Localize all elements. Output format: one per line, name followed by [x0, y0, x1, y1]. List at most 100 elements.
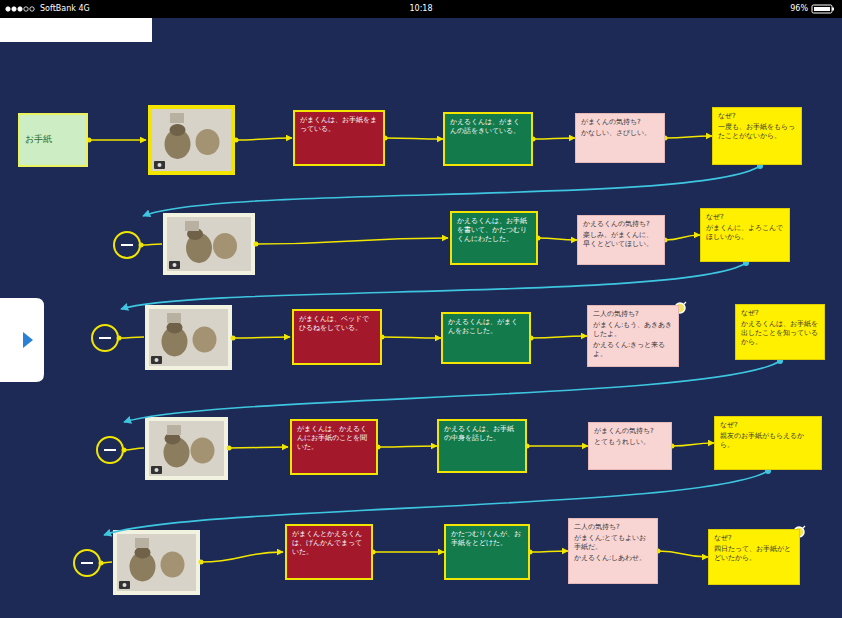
flow-arrow — [373, 551, 444, 553]
camera-icon — [169, 261, 180, 269]
box-text: 楽しみ。がまくんに、早くとどいてほしい。 — [583, 231, 659, 249]
signal-dot — [18, 7, 22, 11]
reason-box: なぜ? 一度も、お手紙をもらったことがないから。 — [712, 107, 802, 165]
flow-arrow — [538, 238, 577, 240]
box-text: 一度も、お手紙をもらったことがないから。 — [718, 123, 796, 141]
box-text: なぜ? — [741, 309, 819, 318]
photo-frame — [163, 213, 255, 275]
photo-thumbnail — [145, 417, 228, 480]
box-text: 二人の気持ち? — [574, 523, 652, 532]
box-text: 親友のお手紙がもらえるから。 — [720, 432, 816, 450]
action-box: かえるくんは、お手紙を書いて、かたつむりくんにわたした。 — [450, 211, 538, 265]
box-text: 二人の気持ち? — [593, 310, 673, 319]
signal-dot — [30, 7, 34, 11]
photo-thumbnail — [113, 530, 200, 595]
box-text: とてもうれしい。 — [594, 438, 666, 447]
signal-dot — [12, 7, 16, 11]
action-box: かたつむりくんが、お手紙をとどけた。 — [444, 524, 530, 580]
figure — [135, 538, 149, 548]
minus-sign — [81, 562, 93, 564]
flow-arrow — [533, 138, 575, 139]
feeling-box: がまくんの気持ち?かなしい、さびしい。 — [575, 113, 665, 163]
feeling-box: 二人の気持ち?がまくん:とてもよいお手紙だ。かえるくん:しあわせ。 — [568, 518, 658, 584]
battery-level — [814, 7, 830, 11]
figure — [161, 552, 185, 578]
collapse-button — [97, 437, 123, 463]
flow-arrow — [530, 551, 568, 552]
figure — [167, 425, 181, 435]
side-tab-arrow — [23, 332, 33, 348]
feeling-box: がまくんの気持ち? とてもうれしい。 — [588, 422, 672, 470]
flow-line — [119, 337, 144, 338]
photo-image — [167, 217, 251, 271]
figure — [167, 322, 183, 334]
photo-image — [152, 109, 231, 171]
connector-dot — [122, 448, 127, 453]
box-text: かえるくんは、お手紙を出したことを知っているから。 — [741, 320, 819, 347]
photo-frame — [145, 417, 228, 480]
white-patch — [0, 18, 152, 42]
connector-dot — [117, 336, 122, 341]
flow-line — [229, 447, 288, 448]
connector-dot — [234, 138, 239, 143]
box-text: がまくん:とてもよいお手紙だ。 — [574, 534, 652, 552]
box-text: がまくん:もう、あきあきしたよ。 — [593, 321, 673, 339]
photo-thumbnail — [145, 305, 232, 370]
feeling-box: 二人の気持ち?がまくん:もう、あきあきしたよ。かえるくん:きっと来るよ。 — [587, 305, 679, 367]
photo-frame — [113, 530, 200, 595]
figure — [135, 547, 151, 559]
flow-arrow — [527, 445, 588, 447]
flow-arrow — [658, 551, 708, 557]
status-text: 10:18 — [409, 4, 432, 14]
flow-line — [124, 448, 144, 450]
title-box: お手紙 — [18, 113, 88, 167]
flow-line — [201, 552, 283, 562]
connector-dot — [139, 243, 144, 248]
flow-line — [89, 139, 146, 141]
flow-line — [233, 337, 290, 338]
action-box: かえるくんは、がまくんをおこした。 — [441, 312, 531, 364]
photo-thumbnail — [148, 105, 235, 175]
reason-box: なぜ?がまくんに、よろこんでほしいから。 — [700, 208, 790, 262]
box-text: かえるくんの気持ち? — [583, 220, 659, 229]
event-box: がまくんは、お手紙をまっている。 — [293, 110, 385, 166]
minus-sign — [121, 244, 133, 246]
box-text: かえるくんは、がまくんの話をきいている。 — [450, 118, 526, 136]
row-wrap-line — [143, 166, 760, 216]
box-text: がまくんは、お手紙をまっている。 — [300, 116, 378, 134]
box-text: がまくんは、ベッドでひるねをしている。 — [299, 315, 375, 333]
box-text: がまくんの気持ち? — [594, 427, 666, 436]
battery-tip — [832, 8, 834, 11]
box-text: がまくんの気持ち? — [581, 118, 659, 127]
box-text: かえるくんは、お手紙の中身を話した。 — [444, 425, 520, 443]
camera-lens — [123, 583, 127, 587]
photo-image — [117, 534, 196, 591]
box-text: なぜ? — [720, 421, 816, 430]
flow-arrow — [665, 235, 700, 240]
event-box: がまくんとかえるくんは、げんかんでまっていた。 — [285, 524, 373, 580]
box-text: かえるくんは、お手紙を書いて、かたつむりくんにわたした。 — [457, 217, 531, 244]
signal-dot — [24, 7, 28, 11]
box-text: なぜ? — [718, 112, 796, 121]
row-wrap-line — [104, 471, 768, 535]
edge-group — [371, 136, 715, 558]
connector-dot — [254, 242, 259, 247]
box-text: 四日たって、お手紙がとどいたから。 — [714, 545, 794, 563]
signal-dot — [6, 7, 10, 11]
figure — [185, 221, 199, 231]
row-wrap-line — [124, 361, 780, 422]
status-text: SoftBank 4G — [40, 4, 90, 14]
photo-frame — [148, 105, 235, 175]
photo-frame — [145, 305, 232, 370]
camera-icon — [119, 581, 130, 589]
reason-box: なぜ? 親友のお手紙がもらえるから。 — [714, 416, 822, 470]
box-text: お手紙 — [25, 134, 52, 146]
box-text: かえるくんは、がまくんをおこした。 — [448, 318, 524, 336]
figure — [196, 129, 220, 155]
connector-dot — [199, 560, 204, 565]
figure — [193, 327, 217, 353]
feeling-box: かえるくんの気持ち? 楽しみ。がまくんに、早くとどいてほしい。 — [577, 215, 665, 265]
figure — [170, 124, 186, 136]
